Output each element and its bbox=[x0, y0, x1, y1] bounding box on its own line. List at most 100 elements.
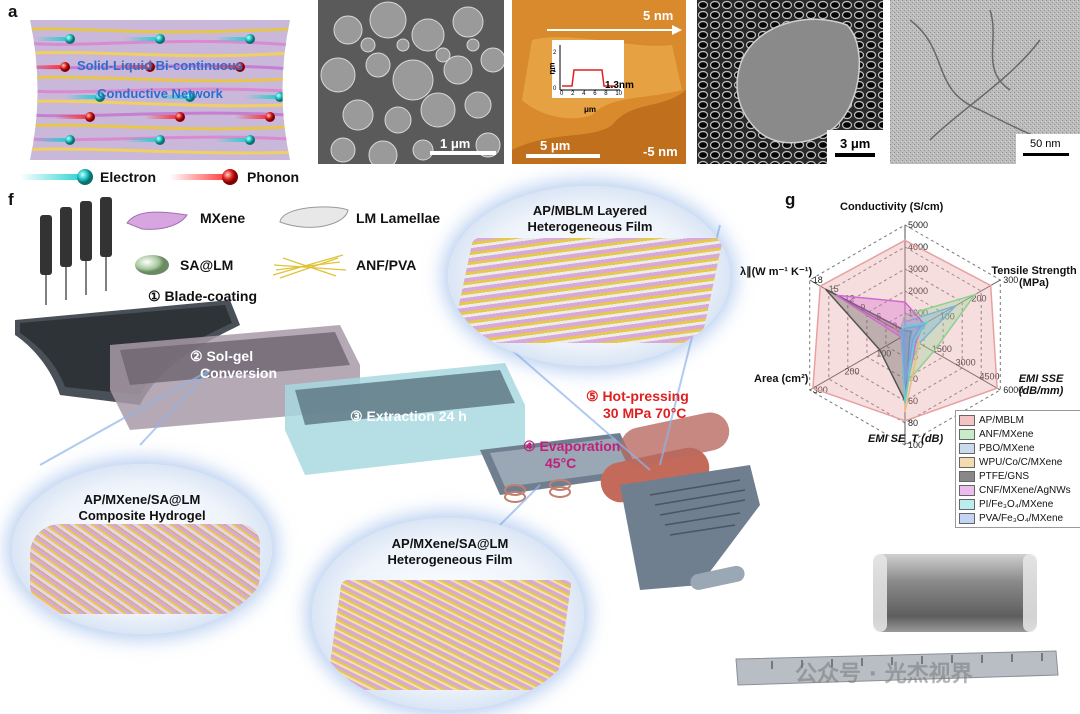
step-sol-gel-line1: ② Sol-gel bbox=[190, 348, 254, 364]
bubble-composite-hydrogel bbox=[12, 464, 272, 634]
step-evaporation-line1: ④ Evaporation bbox=[523, 438, 621, 454]
radar-tick-label: 12 bbox=[844, 293, 854, 303]
heterogeneous-film-illustration bbox=[326, 580, 572, 690]
inset-ytick: 0 bbox=[553, 86, 557, 92]
inset-xtick: 4 bbox=[582, 91, 586, 97]
radar-series-pva-fe-o-mxene bbox=[898, 324, 923, 385]
phonon-label: Phonon bbox=[247, 169, 300, 185]
legend-item: PI/Fe₃O₄/MXene bbox=[959, 497, 1079, 511]
radar-tick-label: 18 bbox=[813, 275, 823, 285]
mxene-legend-label: MXene bbox=[200, 210, 246, 226]
radar-spoke bbox=[904, 334, 1001, 391]
watermark-text: 公众号 · 光杰视界 bbox=[795, 662, 973, 687]
bubble-layered-title-2: Heterogeneous Film bbox=[527, 219, 653, 234]
blade-coater bbox=[40, 197, 112, 275]
step-hot-pressing-line2: 30 MPa 70°C bbox=[603, 405, 687, 421]
rolled-film-photo bbox=[865, 548, 1045, 638]
tem-image-e: 50 nm bbox=[890, 0, 1080, 164]
radar-tick-label: 9 bbox=[860, 303, 865, 313]
radar-tick-label: 4500 bbox=[979, 371, 999, 381]
scale-bar-c bbox=[526, 154, 600, 158]
radar-tick-label: 1000 bbox=[908, 308, 928, 318]
steel-ruler bbox=[732, 647, 1060, 687]
step-sol-gel-line2: Conversion bbox=[200, 365, 278, 381]
afm-image-c: 5 nm -5 nm 5 μm nm μm 1.3nm 0 2 4 6 8 10… bbox=[512, 0, 686, 164]
bubble-film-title-1: AP/MXene/SA@LM bbox=[391, 536, 509, 551]
axis-label-area: Area (cm²) bbox=[754, 373, 809, 385]
bubble-hydrogel-title-2: Composite Hydrogel bbox=[78, 508, 206, 523]
radar-tick-label: 40 bbox=[908, 374, 918, 384]
inset-xtick: 0 bbox=[560, 91, 564, 97]
step-extraction: ③ Extraction 24 h bbox=[350, 408, 467, 424]
hydrogel-illustration bbox=[30, 524, 260, 614]
bubble-heterogeneous-film bbox=[312, 518, 584, 710]
legend-label: ANF/MXene bbox=[979, 428, 1034, 440]
network-title-line1: Solid-Liquid Bi-continuous bbox=[76, 58, 244, 73]
afm-top-label: 5 nm bbox=[643, 8, 674, 23]
radar-tick-label: 1500 bbox=[932, 344, 952, 354]
axis-label-lambda: λ∥(W m⁻¹ K⁻¹) bbox=[740, 266, 813, 278]
inset-xtick: 8 bbox=[604, 91, 608, 97]
step-evaporation-line2: 45°C bbox=[545, 455, 577, 471]
afm-bottom-label: -5 nm bbox=[643, 144, 678, 159]
axis-label-emi-set: EMI SE_T (dB) bbox=[868, 433, 944, 445]
mxene-legend-icon bbox=[122, 205, 192, 233]
inset-xticks: 0 2 4 6 8 10 bbox=[560, 91, 622, 97]
inset-xtick: 10 bbox=[615, 91, 622, 97]
scale-label-b: 1 μm bbox=[440, 136, 471, 151]
legend-label: CNF/MXene/AgNWs bbox=[979, 484, 1071, 496]
radar-tick-label: 200 bbox=[844, 367, 859, 377]
scale-bar-b bbox=[430, 151, 496, 155]
sem-image-d: 3 μm bbox=[697, 0, 883, 164]
sa-legend-label: SA@LM bbox=[180, 257, 234, 273]
anf-legend-icon bbox=[268, 250, 348, 280]
step-blade-coating: ① Blade-coating bbox=[148, 288, 258, 304]
radar-tick-label: 6000 bbox=[1003, 385, 1023, 395]
legend-item: CNF/MXene/AgNWs bbox=[959, 483, 1079, 497]
inset-yticks: 0 1 2 bbox=[553, 50, 556, 92]
panel-label-g: g bbox=[785, 190, 796, 209]
radar-legend: AP/MBLM ANF/MXene PBO/MXene WPU/Co/C/MXe… bbox=[955, 410, 1080, 528]
step-height-label: 1.3nm bbox=[605, 80, 634, 91]
sa-legend-icon bbox=[132, 252, 172, 278]
lm-legend-label: LM Lamellae bbox=[356, 210, 441, 226]
radar-tick-label: 60 bbox=[908, 396, 918, 406]
inset-ytick: 2 bbox=[553, 50, 557, 56]
axis-label-conductivity: Conductivity (S/cm) bbox=[840, 201, 944, 213]
lm-legend-icon bbox=[272, 200, 352, 236]
legend-item: WPU/Co/C/MXene bbox=[959, 455, 1079, 469]
bubble-hydrogel-title-1: AP/MXene/SA@LM bbox=[83, 492, 201, 507]
radar-tick-label: 100 bbox=[908, 440, 923, 450]
radar-tick-label: 100 bbox=[940, 312, 955, 322]
bubble-layered-title-1: AP/MBLM Layered bbox=[532, 203, 648, 218]
scale-label-d: 3 μm bbox=[840, 136, 871, 151]
scale-label-c: 5 μm bbox=[540, 138, 571, 153]
network-illustration: Solid-Liquid Bi-continuous Conductive Ne… bbox=[15, 20, 305, 160]
radar-tick-label: 100 bbox=[876, 348, 891, 358]
electron-label: Electron bbox=[100, 169, 157, 185]
anf-legend-label: ANF/PVA bbox=[356, 257, 417, 273]
step-hot-pressing-line1: ⑤ Hot-pressing bbox=[586, 388, 689, 404]
panel-label-f: f bbox=[8, 190, 14, 209]
sem-image-b: 1 μm bbox=[318, 0, 504, 164]
legend-label: PVA/Fe₃O₄/MXene bbox=[979, 512, 1064, 524]
radar-tick-label: 300 bbox=[813, 385, 828, 395]
radar-tick-label: 2000 bbox=[908, 286, 928, 296]
panel-label-a: a bbox=[8, 2, 18, 21]
legend-item: PVA/Fe₃O₄/MXene bbox=[959, 511, 1079, 525]
legend-label: PTFE/GNS bbox=[979, 470, 1030, 482]
legend-item: PTFE/GNS bbox=[959, 469, 1079, 483]
bubble-film-title-2: Heterogeneous Film bbox=[387, 552, 513, 567]
legend-item: ANF/MXene bbox=[959, 427, 1079, 441]
phonon-legend: Phonon bbox=[165, 166, 315, 188]
electron-legend: Electron bbox=[10, 166, 160, 188]
inset-ytick: 1 bbox=[553, 68, 557, 74]
axis-label-emi-sse: EMI SSE (dB/mm) bbox=[1018, 373, 1064, 397]
scale-label-e: 50 nm bbox=[1030, 138, 1061, 150]
inset-xtick: 2 bbox=[571, 91, 575, 97]
legend-item: AP/MBLM bbox=[959, 413, 1079, 427]
bubble-layered-film bbox=[448, 186, 730, 366]
radar-spoke bbox=[809, 334, 906, 391]
radar-tick-label: 15 bbox=[829, 284, 839, 294]
